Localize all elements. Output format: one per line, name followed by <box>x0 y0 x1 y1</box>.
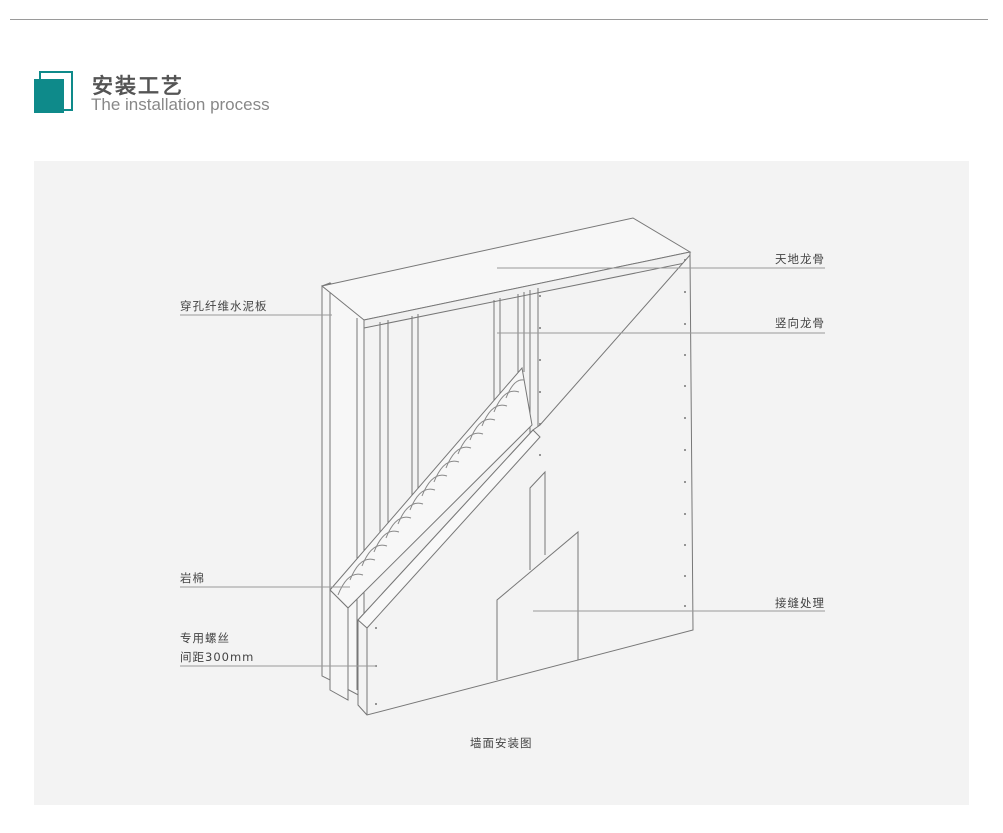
diagram-caption: 墙面安装图 <box>470 736 533 750</box>
label-top-bottom-keel: 天地龙骨 <box>775 252 825 266</box>
label-seam-treatment: 接缝处理 <box>775 596 825 610</box>
label-screw: 专用螺丝 <box>180 631 230 645</box>
section-subtitle: The installation process <box>91 95 270 114</box>
top-divider <box>10 19 988 20</box>
label-perforated-board: 穿孔纤维水泥板 <box>180 299 268 313</box>
section-icon <box>34 71 73 113</box>
section-title: 安装工艺 <box>92 74 184 98</box>
label-rock-wool: 岩棉 <box>180 571 205 585</box>
label-screw-spacing: 间距300mm <box>180 650 255 664</box>
label-vertical-keel: 竖向龙骨 <box>775 316 825 330</box>
